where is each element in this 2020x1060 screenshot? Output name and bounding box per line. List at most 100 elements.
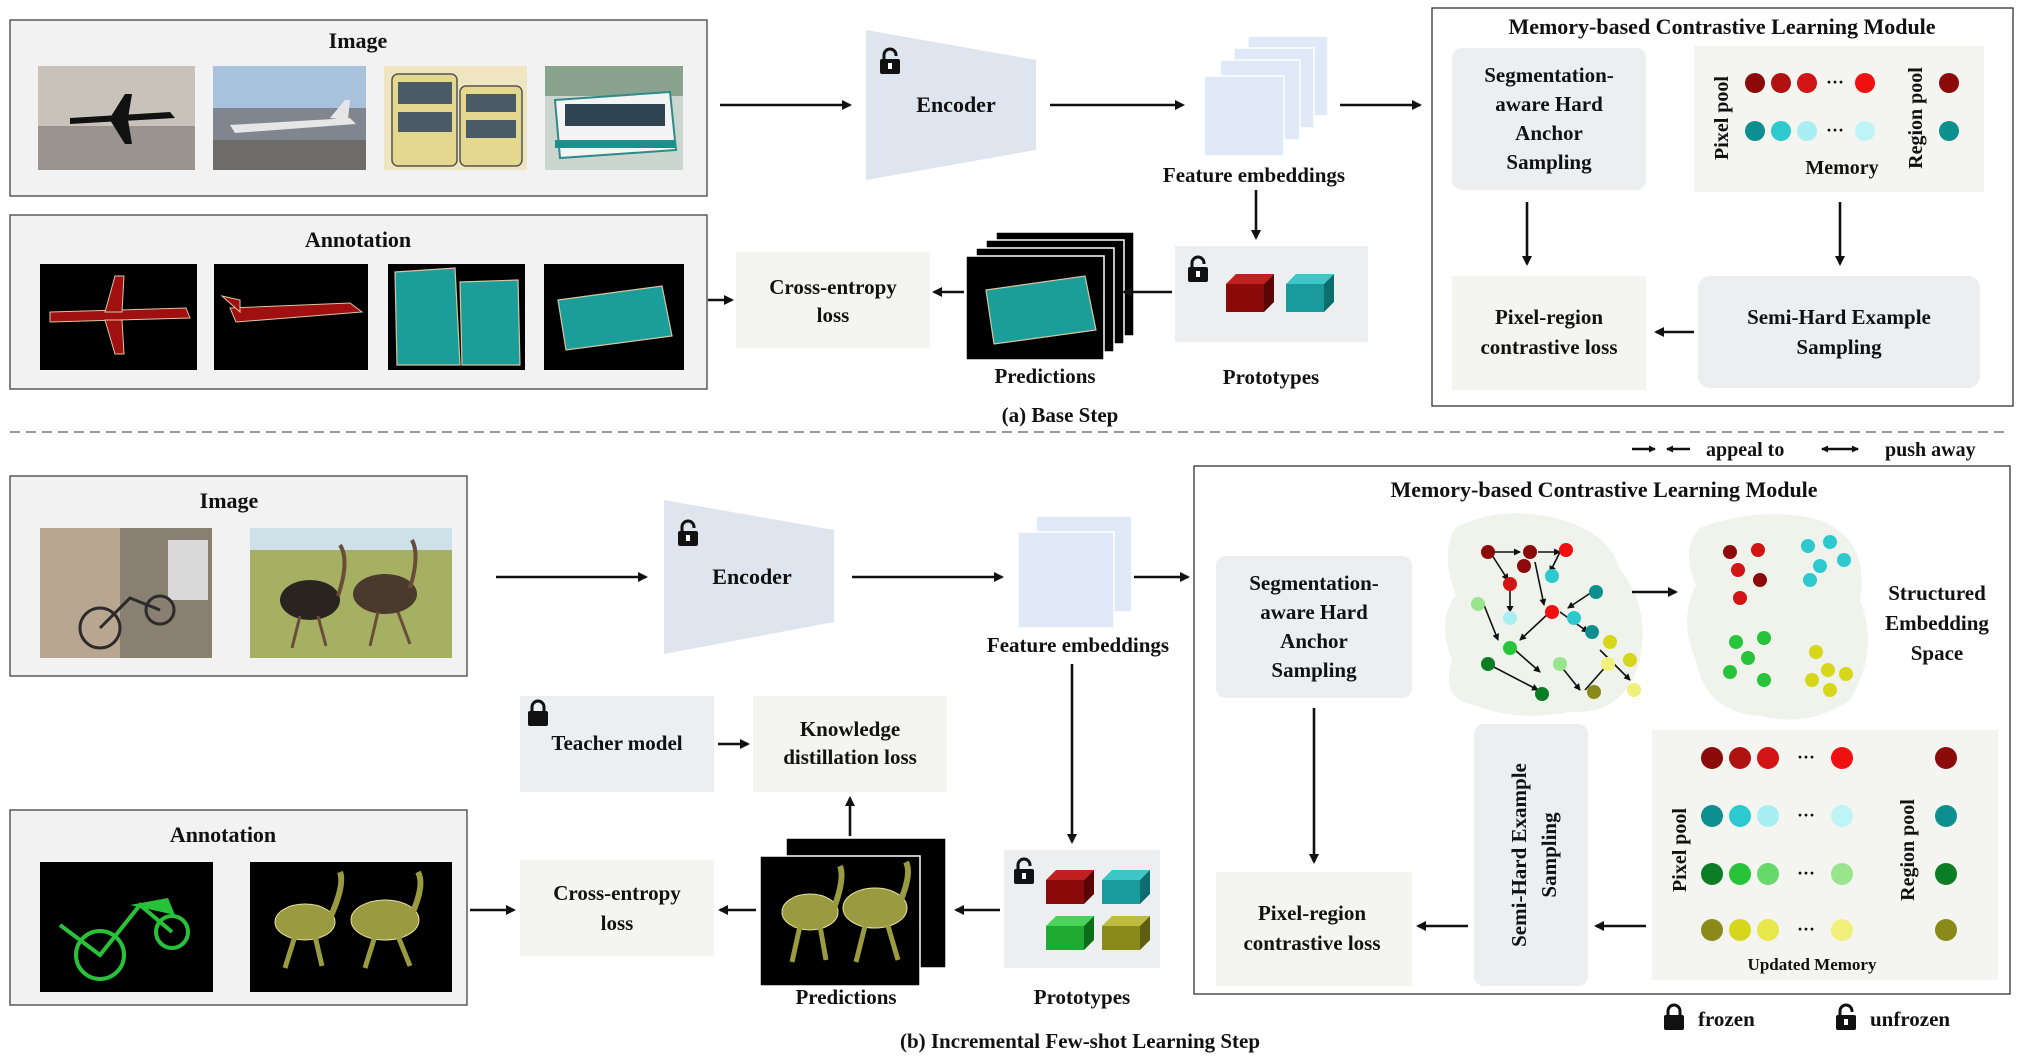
inc-caption: (b) Incremental Few-shot Learning Step (900, 1029, 1260, 1053)
base-semi-hard-box (1698, 276, 1980, 388)
embedding-dot (1585, 625, 1599, 639)
appeal-to-label: appeal to (1706, 439, 1784, 461)
base-sh-line-2: Sampling (1796, 335, 1882, 359)
base-image-title: Image (329, 28, 388, 53)
mask-bus-2 (544, 264, 684, 370)
embedding-dot (1741, 651, 1755, 665)
structured-line-1: Structured (1888, 581, 1986, 605)
base-predictions-label: Predictions (994, 364, 1095, 388)
embedding-dot (1517, 559, 1531, 573)
base-sha-line-4: Sampling (1506, 150, 1592, 174)
embedding-dot (1729, 635, 1743, 649)
teacher-model-box: Teacher model (520, 696, 714, 792)
memory-dot (1855, 73, 1875, 93)
memory-dot (1831, 805, 1853, 827)
embedding-dot (1753, 573, 1767, 587)
embedding-dot (1601, 657, 1615, 671)
lock-legend: frozen unfrozen (1662, 1003, 1950, 1032)
structured-line-2: Embedding (1885, 611, 1989, 635)
photo-bus-1 (384, 66, 527, 170)
kd-loss-box: Knowledge distillation loss (753, 696, 947, 792)
mask-bus-1 (388, 264, 525, 370)
prototype-olive (1102, 916, 1150, 950)
embedding-dot (1589, 585, 1603, 599)
ellipsis: ··· (1826, 120, 1844, 140)
memory-dot (1797, 73, 1817, 93)
inc-sha-line-4: Sampling (1271, 658, 1357, 682)
inc-arrows (470, 572, 1190, 915)
inc-region-pool-label: Region pool (1897, 799, 1919, 901)
base-feature-label: Feature embeddings (1163, 163, 1345, 187)
memory-dot (1729, 747, 1751, 769)
frozen-label: frozen (1698, 1007, 1755, 1031)
base-memory-label: Memory (1805, 157, 1878, 179)
embedding-dot (1805, 673, 1819, 687)
memory-dot (1729, 863, 1751, 885)
memory-dot (1745, 73, 1765, 93)
inc-pr-line-1: Pixel-region (1258, 901, 1366, 925)
embedding-dot (1757, 673, 1771, 687)
embedding-dot (1567, 611, 1581, 625)
inc-encoder-label: Encoder (712, 564, 792, 589)
updated-memory-label: Updated Memory (1748, 955, 1877, 974)
photo-airplane-1 (38, 66, 195, 170)
base-encoder-label: Encoder (916, 92, 996, 117)
memory-dot (1757, 805, 1779, 827)
prototype-red (1046, 870, 1094, 904)
memory-dot (1771, 73, 1791, 93)
embedding-dot (1503, 611, 1517, 625)
embedding-dot (1623, 653, 1637, 667)
kd-line-1: Knowledge (800, 717, 900, 741)
inc-pixel-pool-label: Pixel pool (1669, 808, 1691, 892)
inc-image-title: Image (200, 488, 259, 513)
embedding-dot (1823, 683, 1837, 697)
region-dot (1935, 805, 1957, 827)
prototype-teal (1286, 274, 1334, 312)
embedding-dot (1481, 545, 1495, 559)
structured-line-3: Space (1911, 641, 1964, 665)
region-dot (1935, 747, 1957, 769)
mask-airplane-2 (214, 264, 368, 370)
base-memory-module: Memory-based Contrastive Learning Module… (1431, 7, 2014, 407)
prototype-green (1046, 916, 1094, 950)
prototype-red (1226, 274, 1274, 312)
embedding-dot (1503, 577, 1517, 591)
inc-predictions: Predictions (759, 837, 947, 1009)
inc-annotation-panel: Annotation (9, 809, 468, 1006)
embedding-dot (1503, 641, 1517, 655)
inc-semi-hard-box (1474, 724, 1588, 986)
base-image-panel: Image (9, 19, 708, 197)
photo-ostriches (250, 528, 452, 658)
inc-sha-line-2: aware Hard (1260, 600, 1368, 624)
base-module-title: Memory-based Contrastive Learning Module (1508, 14, 1935, 39)
embedding-dot (1723, 665, 1737, 679)
memory-dot (1757, 863, 1779, 885)
embedding-dot (1627, 683, 1641, 697)
base-feature-embeddings: Feature embeddings (1163, 35, 1345, 187)
embedding-dot (1545, 605, 1559, 619)
memory-dot (1729, 805, 1751, 827)
base-sh-line-1: Semi-Hard Example (1747, 305, 1931, 329)
embedding-dot (1553, 657, 1567, 671)
region-dot (1935, 863, 1957, 885)
base-sha-line-1: Segmentation- (1484, 63, 1614, 87)
ellipsis: ··· (1797, 747, 1815, 767)
inc-pixel-region-box (1216, 872, 1412, 986)
embedding-dot (1731, 563, 1745, 577)
push-away-label: push away (1885, 439, 1976, 461)
embedding-dot (1801, 539, 1815, 553)
memory-dot (1831, 919, 1853, 941)
base-prototypes: Prototypes (1175, 246, 1368, 389)
ellipsis: ··· (1797, 863, 1815, 883)
prototype-teal (1102, 870, 1150, 904)
base-pr-line-1: Pixel-region (1495, 305, 1603, 329)
memory-dot (1757, 747, 1779, 769)
photo-airplane-2 (213, 66, 366, 170)
teacher-label: Teacher model (551, 731, 682, 755)
embedding-dot (1523, 545, 1537, 559)
inc-sha-box (1216, 556, 1412, 698)
embedding-dot (1823, 535, 1837, 549)
base-pixel-region-box (1452, 276, 1646, 390)
embedding-dot (1723, 545, 1737, 559)
base-step: Image (9, 7, 2014, 427)
